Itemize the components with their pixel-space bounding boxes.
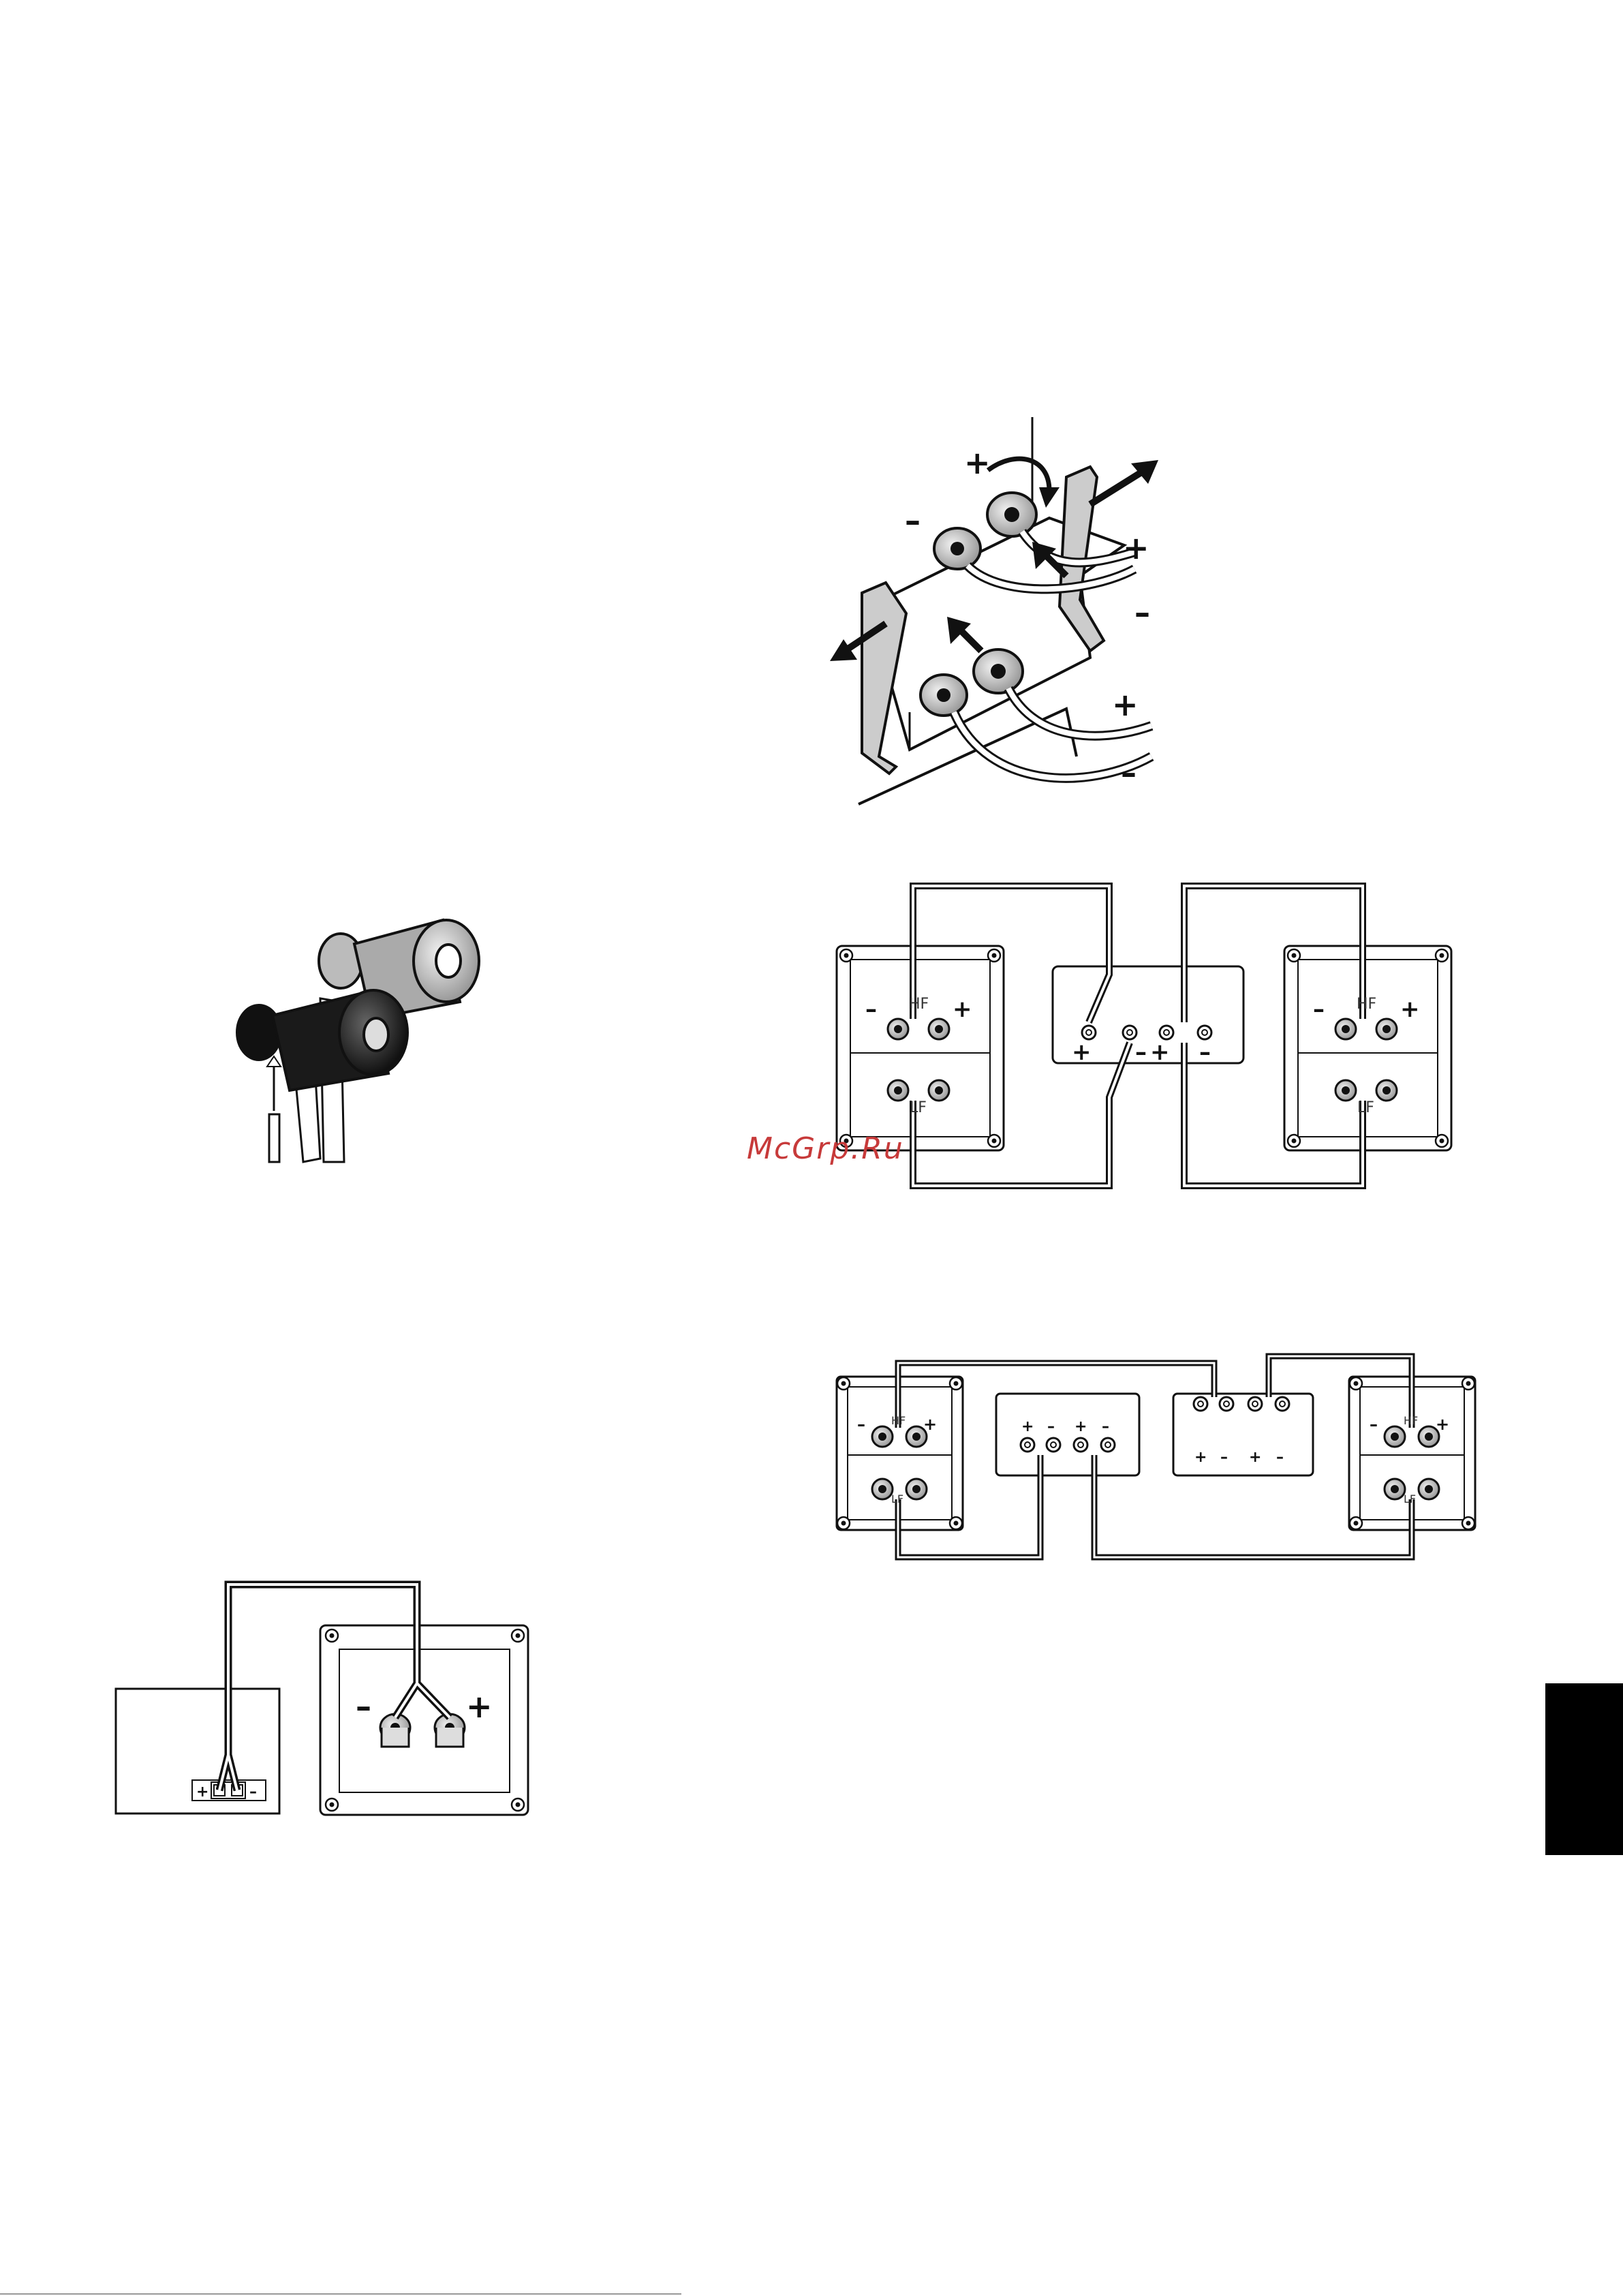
biamp-amp1-sign-1: + bbox=[1021, 1418, 1034, 1435]
biamp-amp2-sign-1: + bbox=[1194, 1449, 1207, 1466]
biamp-amp2-sign-4: – bbox=[1276, 1449, 1284, 1466]
biwire-left-hf-label: HF bbox=[909, 996, 929, 1013]
biamp-amp1-sign-2: – bbox=[1047, 1418, 1055, 1435]
biamp-amp2-sign-2: – bbox=[1220, 1449, 1228, 1466]
biwire-right-hf-label: HF bbox=[1357, 996, 1376, 1013]
biwire-left-lf-label: LF bbox=[910, 1099, 927, 1116]
biamp-left-hf-label: HF bbox=[891, 1414, 906, 1427]
biamp-right-plus-label: + bbox=[1436, 1415, 1449, 1434]
biwire-amp-sign-1: + bbox=[1072, 1039, 1092, 1066]
biamp-right-minus-label: – bbox=[1370, 1415, 1378, 1434]
single-amp-minus-label: – bbox=[249, 1784, 257, 1801]
biamp-left-lf-label: LF bbox=[891, 1493, 903, 1505]
biwire-left-plus-label: + bbox=[953, 996, 972, 1023]
banana-plug-figure bbox=[237, 920, 479, 1162]
biwire-amp-sign-4: – bbox=[1199, 1039, 1211, 1066]
biamp-amp1-sign-3: + bbox=[1075, 1418, 1087, 1435]
binding-post-clip-figure bbox=[830, 417, 1158, 804]
bi-wire-figure bbox=[837, 886, 1451, 1186]
biamp-right-hf-label: HF bbox=[1404, 1414, 1418, 1427]
biamp-right-lf-label: LF bbox=[1404, 1493, 1416, 1505]
clip-top-minus-label: – bbox=[905, 502, 921, 539]
biwire-amp-sign-3: + bbox=[1150, 1039, 1170, 1066]
page-section-tab bbox=[1545, 1683, 1623, 1855]
clip-low-minus-label: – bbox=[1121, 754, 1137, 791]
single-speaker-plus-label: + bbox=[466, 1688, 493, 1725]
biamp-left-minus-label: – bbox=[857, 1415, 865, 1434]
clip-top-plus-label: + bbox=[964, 444, 991, 481]
biamp-amp1-sign-4: – bbox=[1102, 1418, 1109, 1435]
single-speaker-minus-label: – bbox=[356, 1688, 371, 1725]
biwire-right-minus-label: – bbox=[1313, 996, 1325, 1023]
biamp-amp2-sign-3: + bbox=[1249, 1449, 1261, 1466]
clip-right-plus-label: + bbox=[1123, 530, 1149, 566]
clip-right-minus-label: – bbox=[1134, 594, 1150, 631]
biwire-amp-sign-2: – bbox=[1135, 1039, 1147, 1066]
biwire-left-minus-label: – bbox=[865, 996, 877, 1023]
biamp-left-plus-label: + bbox=[923, 1415, 937, 1434]
watermark: McGrp.Ru bbox=[747, 1131, 904, 1166]
bi-amp-figure bbox=[837, 1356, 1475, 1557]
single-amp-plus-label: + bbox=[196, 1784, 208, 1801]
biwire-right-lf-label: LF bbox=[1357, 1099, 1374, 1116]
clip-low-plus-label: + bbox=[1112, 686, 1139, 723]
biwire-right-plus-label: + bbox=[1400, 996, 1420, 1023]
